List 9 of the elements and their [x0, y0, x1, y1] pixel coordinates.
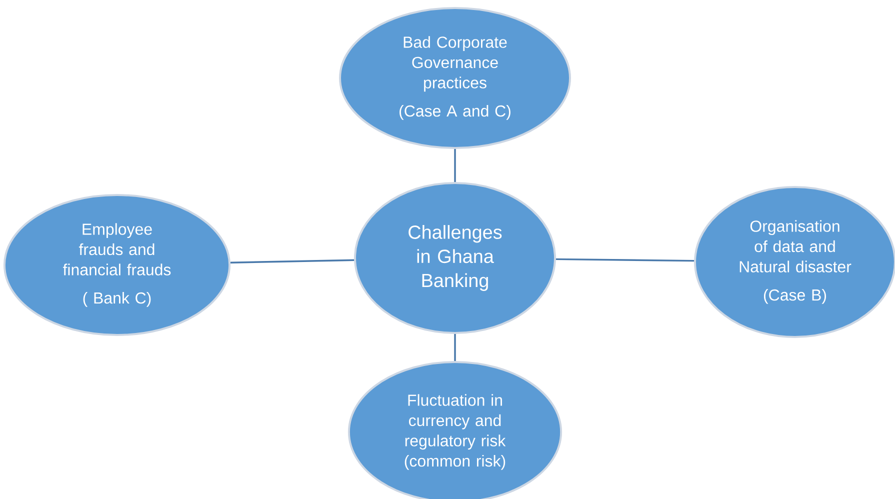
ellipse-node: Challenges in Ghana Banking: [354, 182, 556, 334]
ellipse-node: Organisation of data and Natural disaster (Case B): [694, 186, 895, 338]
connector-line: [230, 259, 354, 264]
ellipse-node: Employee frauds and financial frauds ( Bank C): [3, 194, 231, 336]
ellipse-node: Fluctuation in currency and regulatory risk (common risk): [348, 361, 562, 499]
connector-line: [454, 334, 456, 361]
connector-line: [454, 149, 456, 182]
connector-line: [556, 258, 694, 262]
ellipse-node: Bad Corporate Governance practices (Case A and C): [339, 7, 571, 149]
